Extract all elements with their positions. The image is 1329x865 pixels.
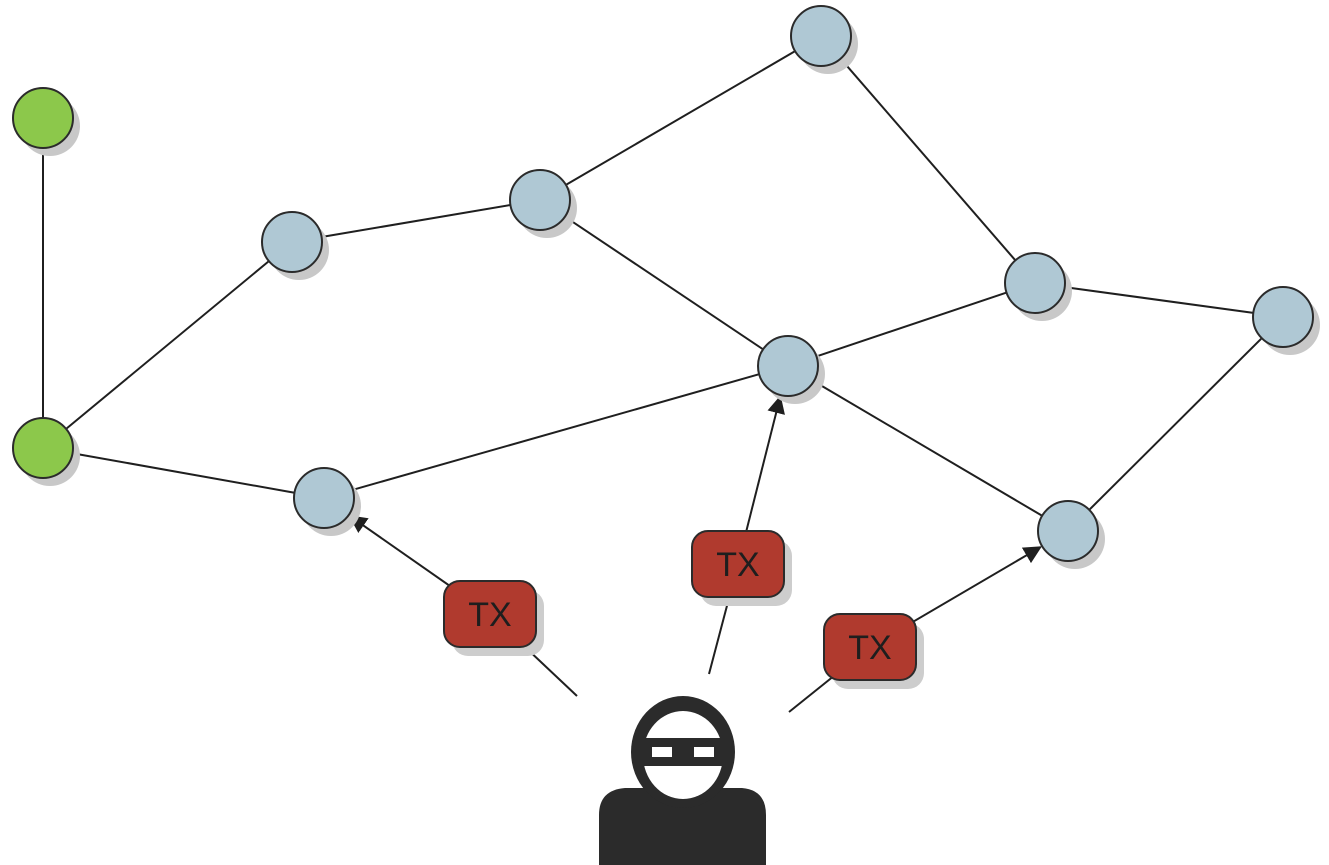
network-edge xyxy=(72,452,295,494)
network-edge xyxy=(352,373,760,491)
peer-node xyxy=(1004,252,1072,321)
network-edge xyxy=(816,291,1007,358)
transaction-box-body xyxy=(691,530,785,598)
transaction-box: TX xyxy=(823,613,924,689)
network-edge xyxy=(565,50,796,186)
network-edge xyxy=(813,380,1043,517)
network-edge xyxy=(1064,286,1254,314)
peer-node xyxy=(1037,500,1105,569)
transaction-box: TX xyxy=(443,580,544,656)
transaction-box-body xyxy=(823,613,917,681)
node-circle xyxy=(790,5,852,67)
network-nodes xyxy=(12,5,1320,569)
attacker-eye-right xyxy=(694,747,714,757)
peer-node xyxy=(757,335,825,404)
transaction-box-body xyxy=(443,580,537,648)
transaction-label: TX xyxy=(848,629,891,667)
node-circle xyxy=(293,467,355,529)
network-edge xyxy=(1088,337,1263,511)
transaction-label: TX xyxy=(716,546,759,584)
node-circle xyxy=(12,87,74,149)
network-edges xyxy=(42,50,1263,517)
special-node xyxy=(12,417,80,486)
node-circle xyxy=(261,211,323,273)
transaction-box: TX xyxy=(691,530,792,606)
network-edge xyxy=(564,215,764,351)
node-circle xyxy=(509,169,571,231)
node-circle xyxy=(757,335,819,397)
masked-attacker-icon xyxy=(599,696,766,865)
peer-node xyxy=(790,5,858,74)
peer-node xyxy=(509,169,577,238)
network-edge xyxy=(65,260,270,430)
attacker-eye-left xyxy=(652,747,672,757)
peer-node xyxy=(1252,286,1320,355)
node-circle xyxy=(12,417,74,479)
special-node xyxy=(12,87,80,156)
node-circle xyxy=(1004,252,1066,314)
transaction-label: TX xyxy=(468,596,511,634)
peer-node xyxy=(261,211,329,280)
network-edge xyxy=(839,58,1017,261)
transaction-boxes: TX TX TX xyxy=(443,530,924,689)
attacker-body xyxy=(599,788,766,865)
node-circle xyxy=(1252,286,1314,348)
node-circle xyxy=(1037,500,1099,562)
network-edge xyxy=(321,204,511,238)
peer-node xyxy=(293,467,361,536)
